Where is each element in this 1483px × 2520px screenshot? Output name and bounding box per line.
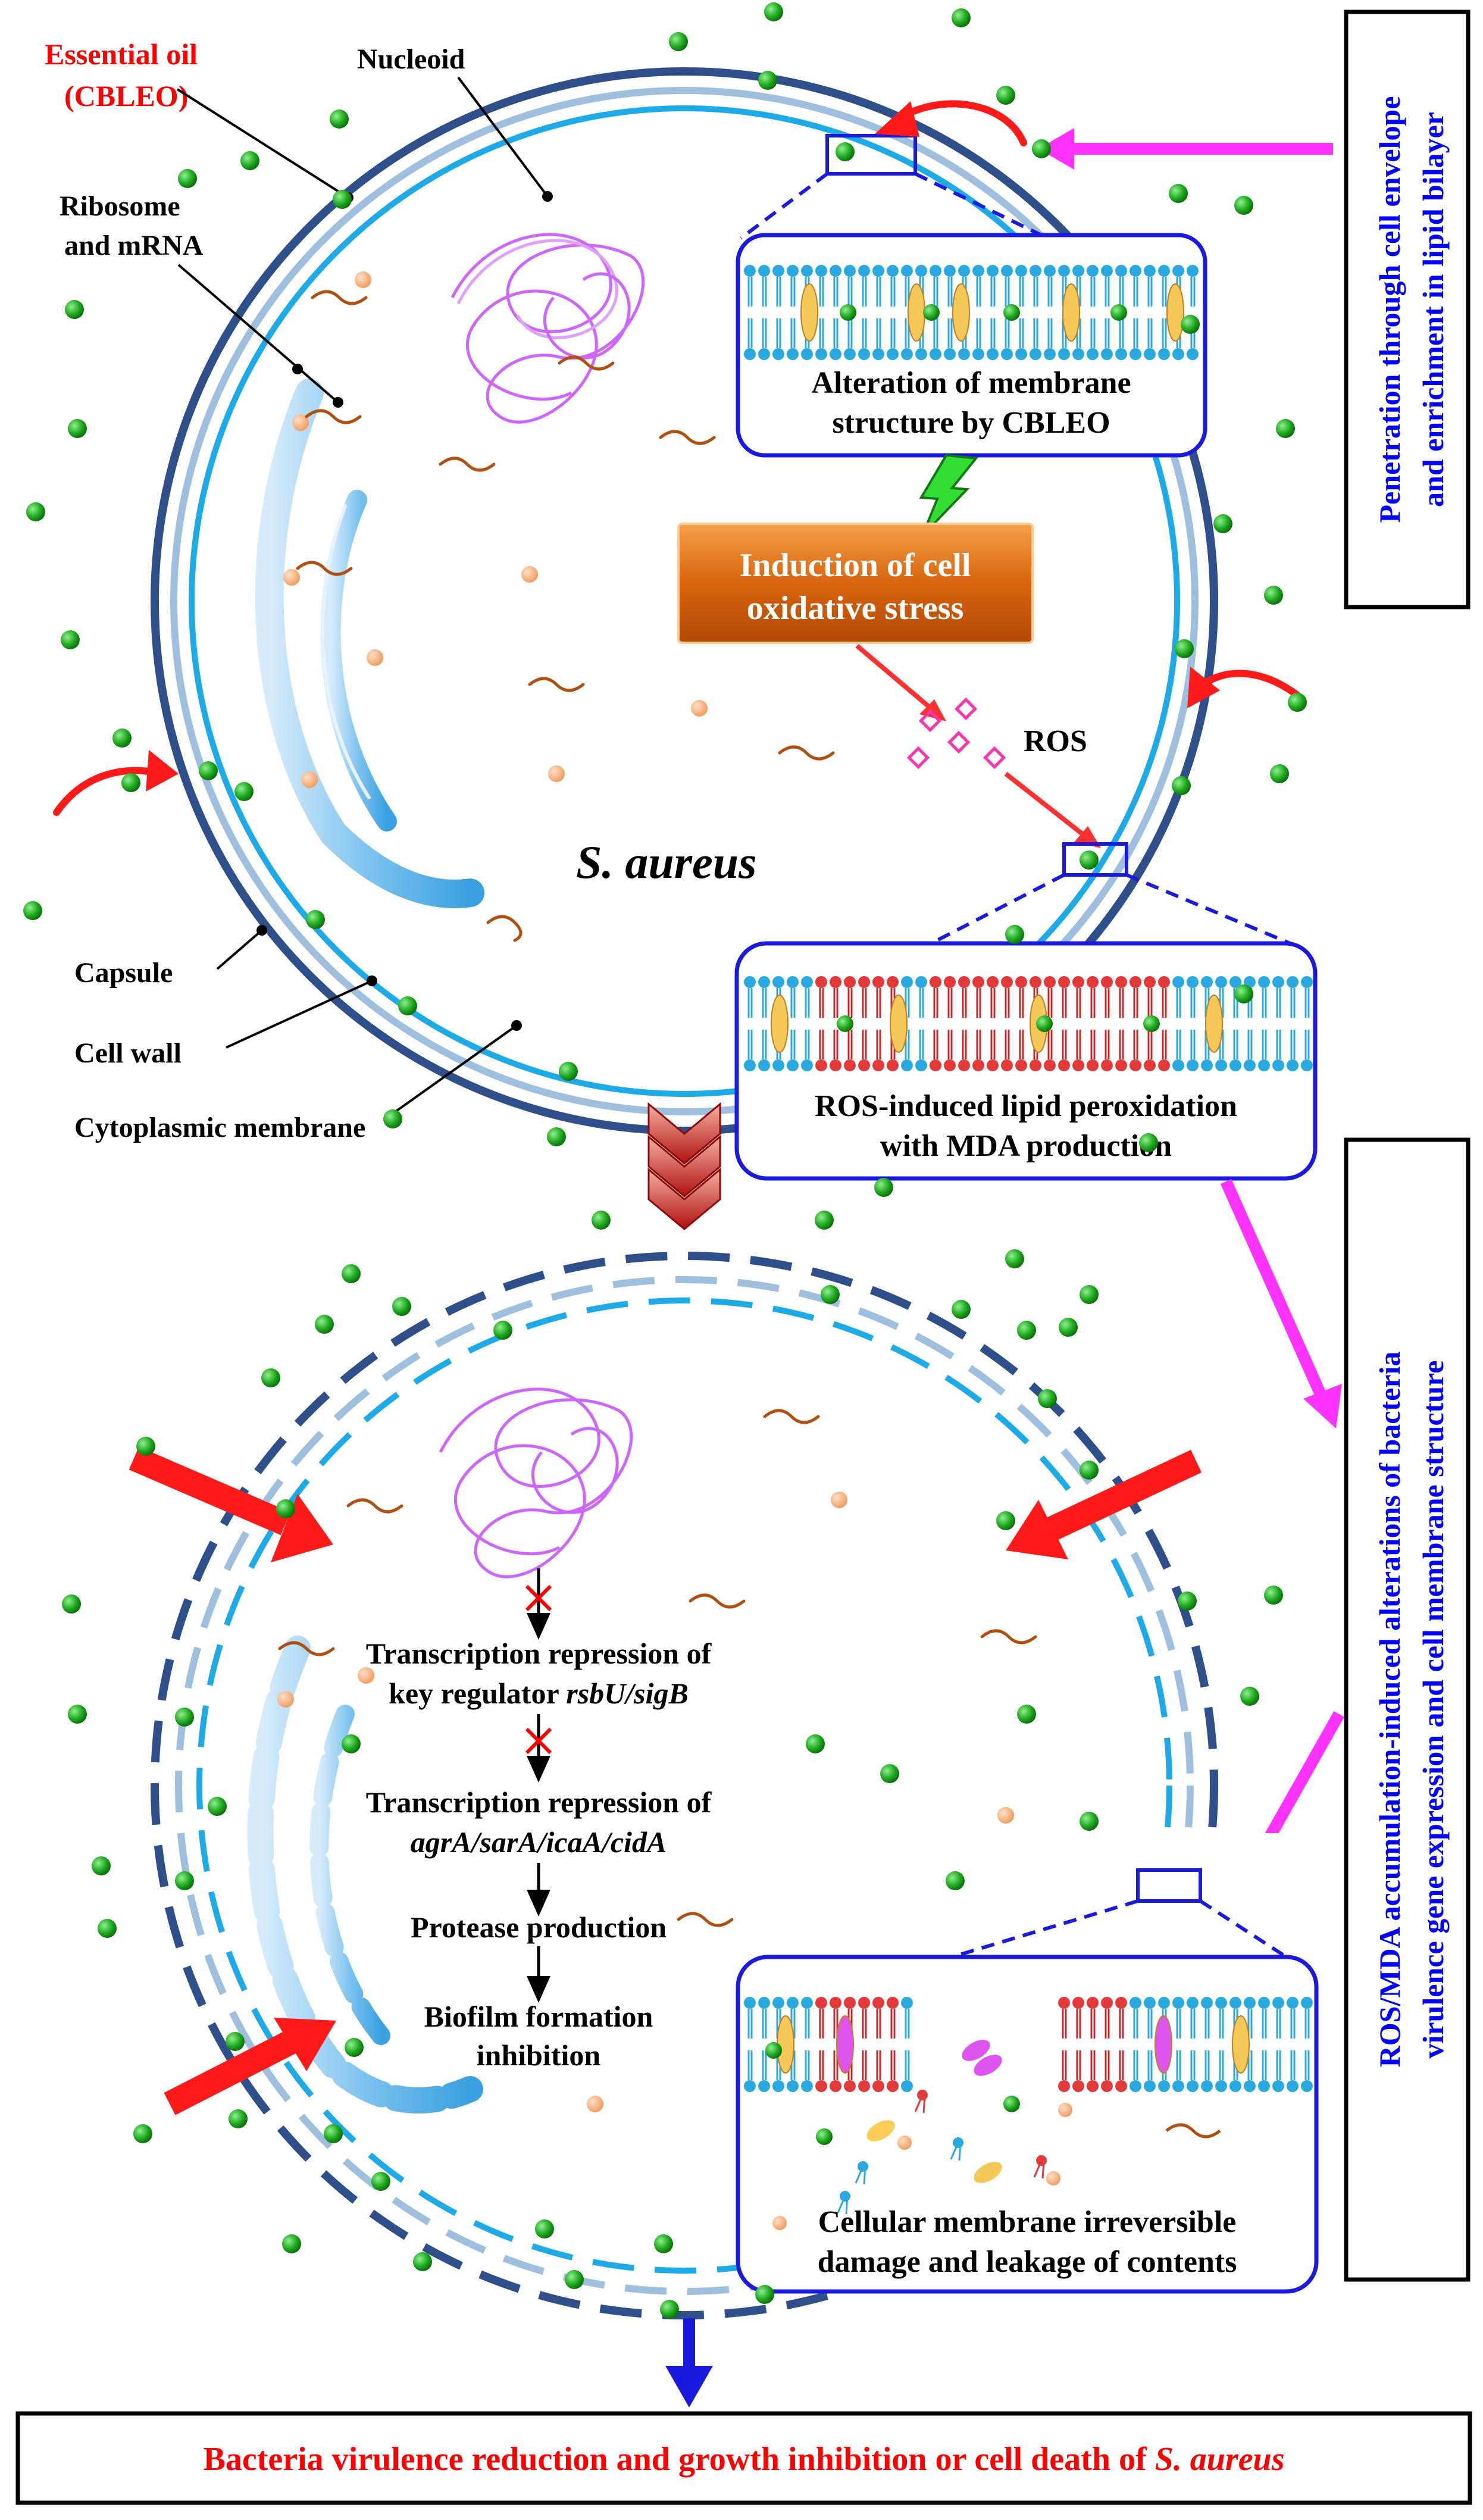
induction-text-1: Induction of cell [740, 547, 971, 584]
step4-line2: inhibition [477, 2038, 601, 2072]
peroxidation-box: ROS-induced lipid peroxidation with MDA … [734, 941, 1318, 1181]
lipid-bilayer-damaged [744, 1997, 1313, 2230]
capsule-label: Capsule [74, 957, 173, 989]
step1-italic: rsbU/sigB [566, 1677, 689, 1710]
damage-box: Cellular membrane irreversible damage an… [736, 1955, 1319, 2294]
essential-oil-label: Essential oil [45, 37, 198, 71]
lightning-bolt-icon [919, 454, 978, 537]
step3-text: Protease production [411, 1911, 667, 1944]
mesosome-bottom [247, 1636, 483, 2114]
conclusion-italic: S. aureus [1155, 2441, 1285, 2478]
membrane-ring [189, 105, 1180, 1097]
zoom-lines-2 [924, 873, 1299, 948]
cbleo-label: (CBLEO) [64, 79, 188, 112]
zoom-marker-2 [1062, 842, 1128, 877]
nucleoid-pointer-line [457, 76, 549, 198]
pathway: Transcription repression of key regulato… [366, 1568, 712, 2072]
cytoplasmic-membrane-label: Cytoplasmic membrane [74, 1112, 365, 1143]
wall-ring-damaged [175, 1276, 1194, 2295]
mesosome-top [255, 379, 484, 908]
oil-droplet-icon [23, 2, 1307, 2319]
accumulation-side-box: ROS/MDA accumulation-induced alterations… [1344, 1137, 1471, 2282]
induction-box: Induction of cell oxidative stress [677, 523, 1034, 644]
nucleoid-label: Nucleoid [357, 43, 465, 75]
outcome-arrowhead [665, 2366, 713, 2408]
membrane-pointer-dot [511, 1020, 522, 1031]
stress-to-ros-arrow [855, 643, 936, 714]
penetration-text-2: and enrichment in lipid bilayer [1416, 112, 1450, 507]
intact-cell [151, 67, 1218, 1135]
membrane-pointer-line [386, 1024, 518, 1119]
cell-wall-pointer-dot [367, 976, 377, 986]
oil-attack-arrows [129, 1446, 1202, 2115]
species-label: S. aureus [576, 836, 756, 888]
lipid-bilayer-peroxidized [744, 976, 1313, 1071]
ribosome-pointer-line [177, 264, 339, 404]
nucleoid-pointer-dot [542, 191, 553, 202]
oil-entry-arrows-top [53, 100, 1304, 816]
conclusion-text: Bacteria virulence reduction and growth … [204, 2441, 1285, 2478]
step1-plain: key regulator [389, 1677, 566, 1710]
zoom-marker-3 [1136, 1868, 1202, 1903]
alteration-text-2: structure by CBLEO [832, 406, 1110, 440]
alteration-box: Alteration of membrane structure by CBLE… [736, 233, 1207, 458]
peroxidation-text-2: with MDA production [880, 1129, 1172, 1163]
damage-text-2: damage and leakage of contents [818, 2245, 1237, 2279]
oil-pointer-line [176, 88, 349, 199]
oil-entry-arrowheads-top [146, 101, 1220, 792]
capsule-ring [151, 67, 1218, 1135]
ribosomes-top [283, 271, 835, 942]
ribosome-pointer-dot [292, 364, 303, 374]
chevron-down-icon [647, 1102, 721, 1230]
step2-line2: agrA/sarA/icaA/cidA [411, 1825, 667, 1859]
step2-line1: Transcription repression of [366, 1786, 712, 1819]
ros-label: ROS [1024, 724, 1087, 758]
accumulation-text-1: ROS/MDA accumulation-induced alterations… [1373, 1352, 1406, 2068]
cell-wall-ring [170, 87, 1199, 1115]
damaged-cell [151, 1252, 1218, 2319]
accumulation-text-2: virulence gene expression and cell membr… [1416, 1361, 1450, 2059]
zoom-lines-1 [740, 172, 1049, 240]
induction-text-2: oxidative stress [747, 590, 964, 627]
lipid-bilayer-normal [744, 265, 1199, 360]
step1-line2: key regulator rsbU/sigB [389, 1677, 689, 1710]
mrna-pointer-dot [333, 397, 343, 408]
capsule-ring-damaged [151, 1252, 1218, 2319]
capsule-pointer-line [216, 929, 263, 970]
ros-to-membrane-arrow [1004, 771, 1091, 842]
damage-text-1: Cellular membrane irreversible [818, 2205, 1237, 2239]
zoom-marker-1 [825, 134, 917, 176]
zoom-lines-3 [928, 1899, 1299, 1966]
ribosome-label-2: and mRNA [64, 230, 204, 261]
ribosomes-bottom [277, 1409, 1121, 2181]
membrane-ring-damaged [196, 1297, 1172, 2274]
nucleoid-top [450, 233, 644, 424]
block-x-icon-2 [525, 1727, 552, 1755]
conclusion-box: Bacteria virulence reduction and growth … [15, 2411, 1472, 2505]
step1-line1: Transcription repression of [366, 1637, 712, 1670]
nucleoid-bottom [439, 1387, 633, 1578]
block-x-icon-1 [525, 1584, 552, 1612]
penetration-side-box: Penetration through cell envelope and en… [1344, 10, 1471, 609]
alteration-text-1: Alteration of membrane [811, 366, 1131, 400]
peroxidation-to-accumulation-arrow [1220, 1178, 1327, 1399]
capsule-pointer-dot [256, 925, 267, 936]
conclusion-plain: Bacteria virulence reduction and growth … [204, 2441, 1155, 2478]
ribosome-label-1: Ribosome [60, 190, 180, 222]
ros-diamond-icon [906, 697, 1006, 770]
cell-wall-label: Cell wall [74, 1037, 182, 1069]
step4-line1: Biofilm formation [424, 2000, 653, 2033]
cell-wall-pointer-line [226, 980, 373, 1049]
penetration-arrowhead [1038, 128, 1074, 170]
penetration-text-1: Penetration through cell envelope [1373, 96, 1406, 523]
peroxidation-to-accumulation-arrowhead [1303, 1384, 1342, 1428]
peroxidation-text-1: ROS-induced lipid peroxidation [815, 1089, 1237, 1123]
